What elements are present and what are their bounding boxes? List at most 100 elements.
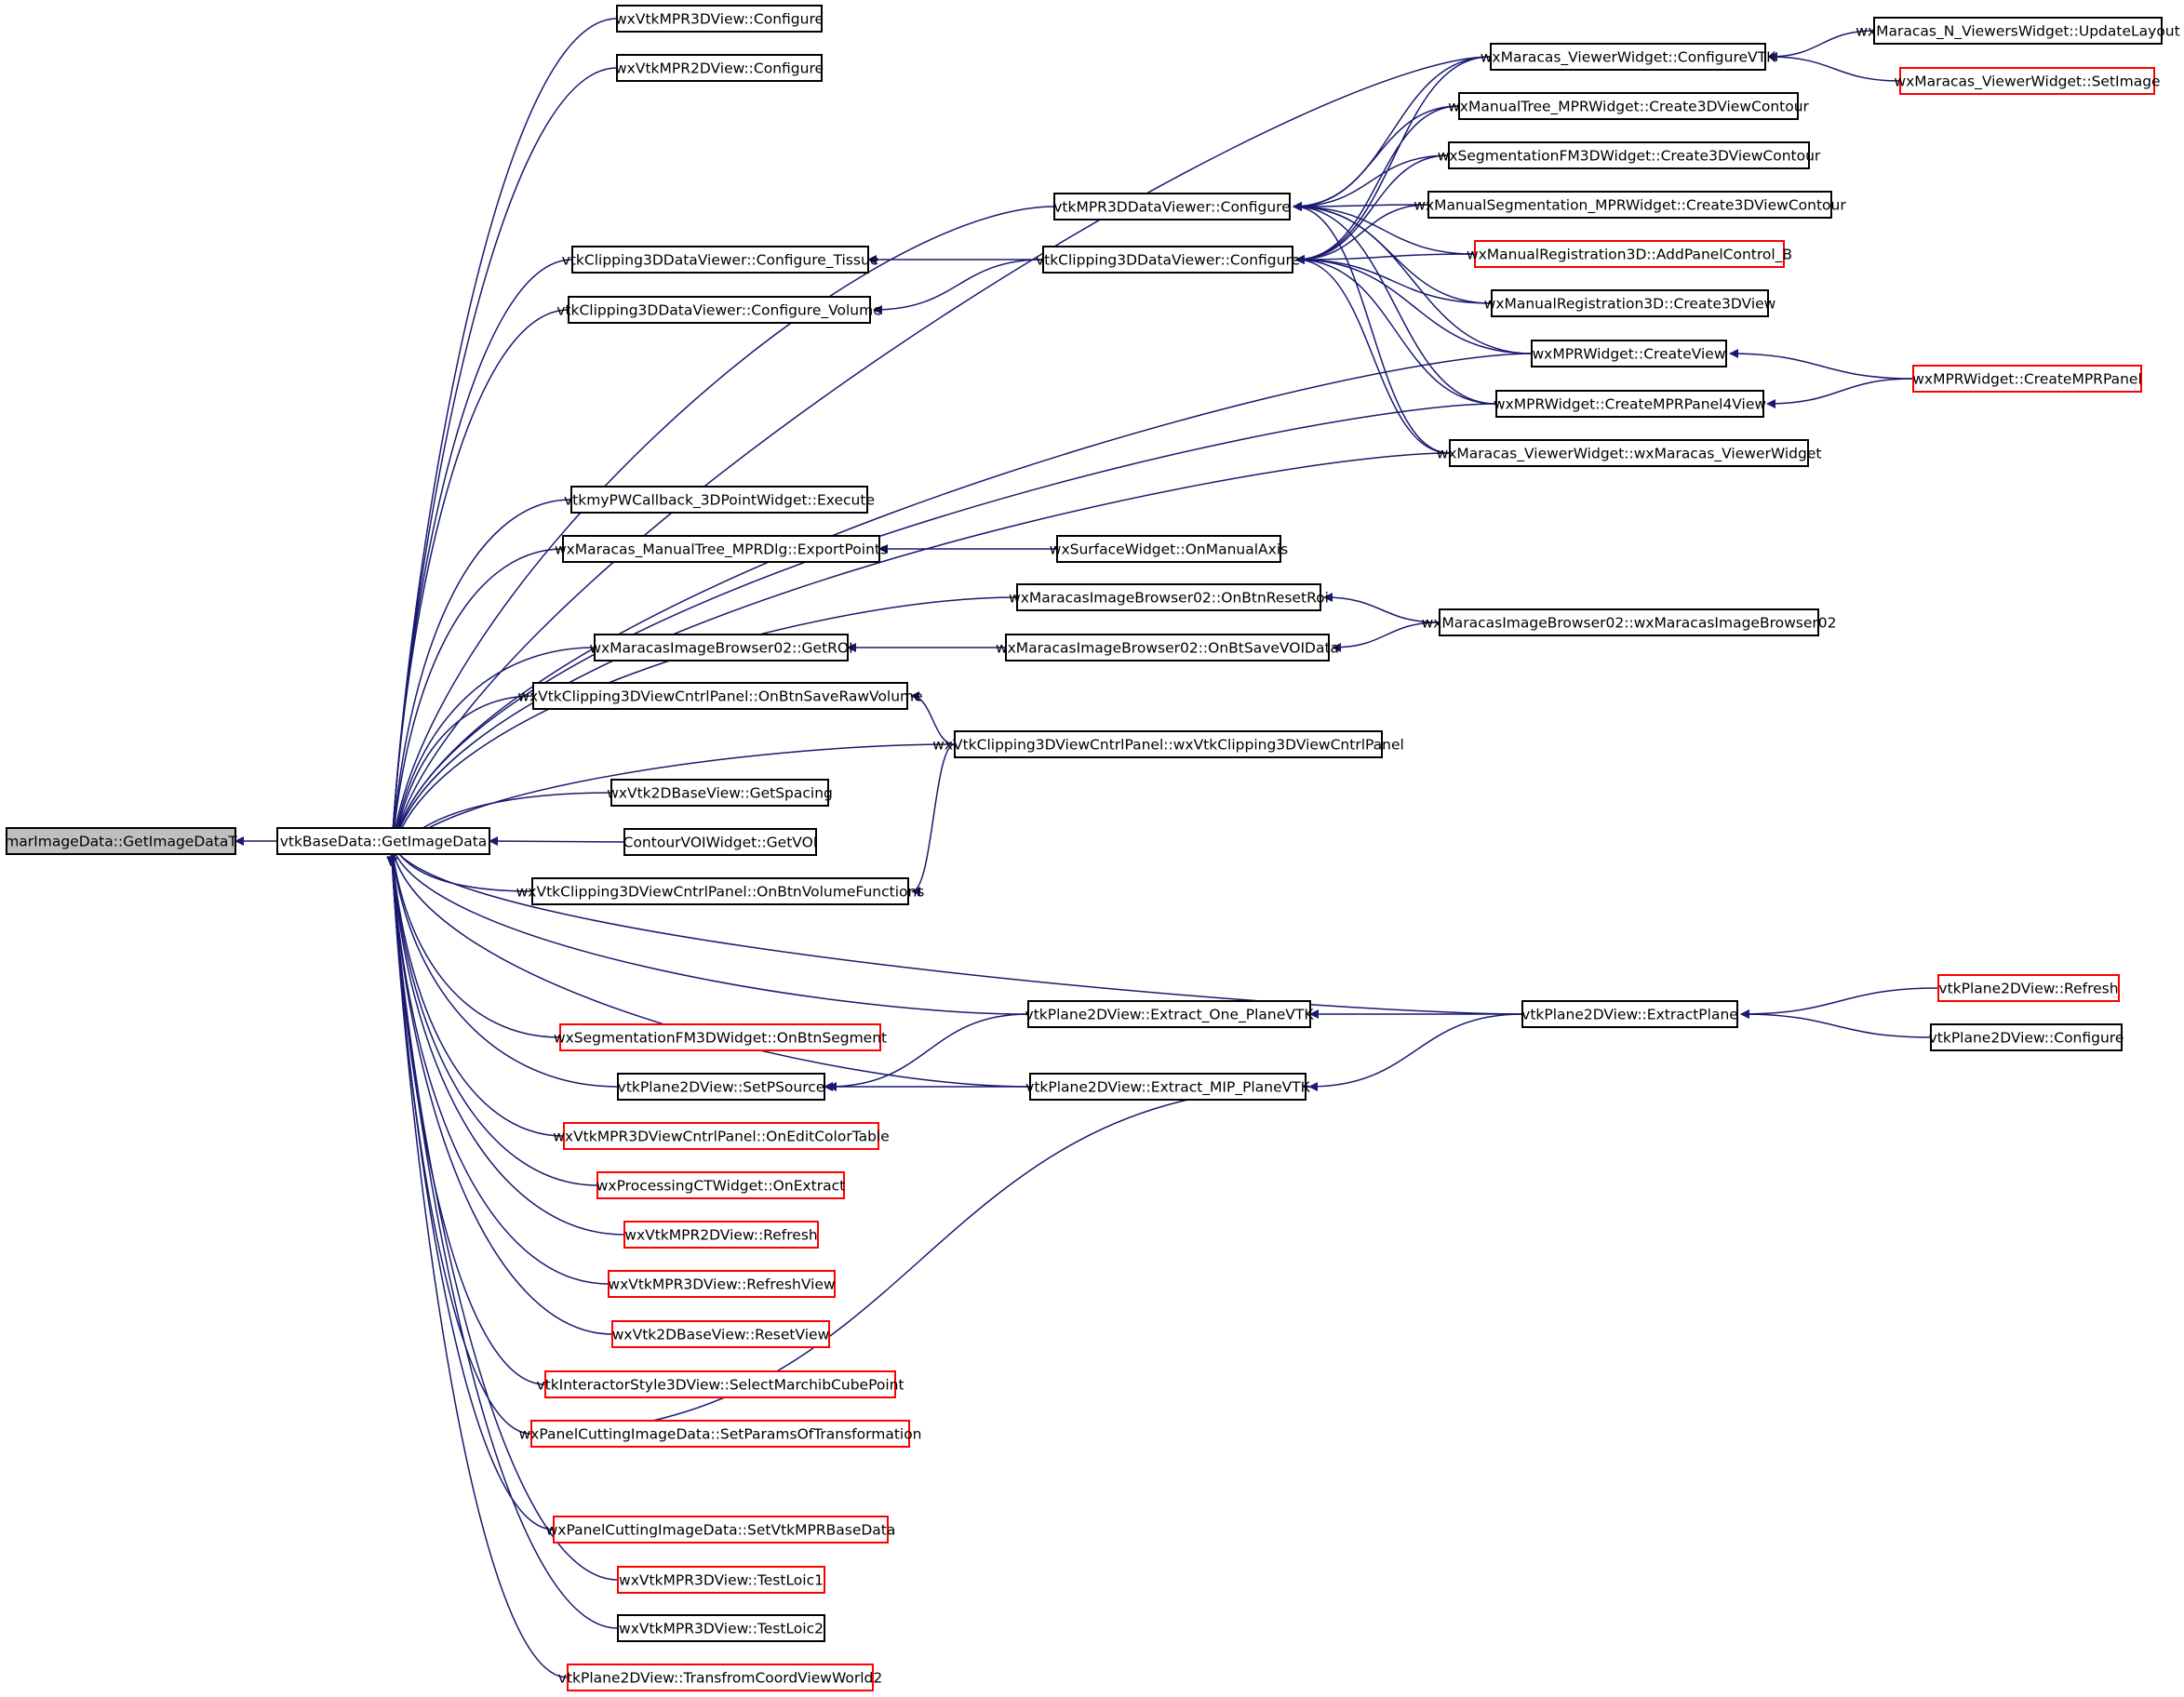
call-edge — [1740, 1009, 1932, 1038]
function-node[interactable]: wxVtkMPR3DView::TestLoic1 — [617, 1566, 825, 1594]
function-node[interactable]: wxSegmentationFM3DWidget::OnBtnSegment — [554, 1023, 887, 1051]
function-node[interactable]: wxVtkClipping3DViewCntrlPanel::OnBtnVolu… — [516, 877, 925, 905]
node-label: wxMPRWidget::CreateMPRPanel4View — [1494, 396, 1767, 413]
function-node[interactable]: vtkClipping3DDataViewer::Configure — [1036, 246, 1300, 274]
function-node[interactable]: vtkBaseData::GetImageData — [276, 827, 490, 855]
call-edge — [386, 838, 613, 1335]
function-node[interactable]: wxVtkMPR2DView::Configure — [615, 54, 824, 82]
function-node[interactable]: wxMaracasImageBrowser02::OnBtnResetRoi — [1009, 583, 1329, 611]
function-node[interactable]: wxSegmentationFM3DWidget::Create3DViewCo… — [1438, 141, 1821, 169]
function-node[interactable]: wxPanelCuttingImageData::SetParamsOfTran… — [518, 1420, 922, 1448]
node-label: wxVtk2DBaseView::GetSpacing — [607, 785, 833, 802]
function-node[interactable]: ContourVOIWidget::GetVOI — [623, 828, 818, 856]
function-node[interactable]: wxVtkClipping3DViewCntrlPanel::OnBtnSave… — [517, 682, 923, 710]
node-box — [623, 828, 817, 856]
node-box — [553, 1516, 889, 1543]
call-edge — [1766, 378, 1914, 408]
function-node[interactable]: vtkPlane2DView::Extract_One_PlaneVTK — [1025, 1000, 1315, 1028]
function-node[interactable]: wxProcessingCTWidget::OnExtract — [596, 1171, 845, 1199]
function-node[interactable]: wxManualTree_MPRWidget::Create3DViewCont… — [1448, 92, 1810, 120]
call-edge — [386, 838, 565, 1137]
node-box — [1521, 1000, 1738, 1028]
function-node[interactable]: wxMaracas_ManualTree_MPRDlg::ExportPoint… — [555, 535, 888, 563]
node-label: wxSegmentationFM3DWidget::Create3DViewCo… — [1438, 148, 1821, 165]
node-box — [616, 54, 823, 82]
node-box — [1427, 191, 1832, 219]
call-edge — [386, 838, 619, 1088]
call-edge — [1332, 621, 1440, 652]
function-node[interactable]: wxPanelCuttingImageData::SetVtkMPRBaseDa… — [546, 1516, 896, 1543]
node-box — [1449, 439, 1809, 467]
function-node[interactable]: wxVtkMPR3DViewCntrlPanel::OnEditColorTab… — [553, 1122, 890, 1150]
node-box — [1491, 289, 1769, 317]
function-node[interactable]: vtkPlane2DView::Extract_MIP_PlaneVTK — [1025, 1073, 1311, 1101]
call-edge — [911, 743, 956, 896]
call-edge — [1293, 202, 1497, 405]
function-node[interactable]: wxMaracas_ViewerWidget::wxMaracas_Viewer… — [1437, 439, 1822, 467]
node-box — [530, 1420, 910, 1448]
function-node[interactable]: wxVtkMPR3DView::RefreshView — [608, 1270, 836, 1298]
call-edge — [1293, 202, 1476, 255]
function-node[interactable]: wxVtk2DBaseView::ResetView — [611, 1320, 830, 1348]
function-node[interactable]: vtkmyPWCallback_3DPointWidget::Execute — [564, 486, 875, 514]
function-node[interactable]: wxMaracas_ViewerWidget::ConfigureVTK — [1481, 43, 1776, 71]
node-label: wxMaracas_ViewerWidget::ConfigureVTK — [1481, 49, 1776, 67]
node-label: marImageData::GetImageDataT — [5, 834, 237, 850]
node-box — [616, 5, 823, 33]
node-box — [544, 1370, 896, 1398]
function-node[interactable]: wxVtkMPR3DView::TestLoic2 — [617, 1614, 825, 1642]
function-node[interactable]: vtkPlane2DView::Configure — [1929, 1023, 2124, 1051]
function-node[interactable]: wxMPRWidget::CreateView — [1531, 340, 1727, 367]
root-node: marImageData::GetImageDataT — [5, 827, 237, 855]
function-node[interactable]: wxMaracasImageBrowser02::wxMaracasImageB… — [1422, 608, 1837, 636]
node-box — [1029, 1073, 1306, 1101]
function-node[interactable]: wxMPRWidget::CreateMPRPanel — [1912, 365, 2142, 393]
call-edge — [386, 838, 569, 1678]
function-node[interactable]: wxVtkClipping3DViewCntrlPanel::wxVtkClip… — [932, 730, 1404, 758]
call-edge — [1295, 255, 1493, 304]
function-node[interactable]: wxVtkMPR3DView::Configure — [615, 5, 824, 33]
call-edge — [1293, 202, 1451, 454]
node-label: wxVtkMPR2DView::Configure — [615, 60, 824, 77]
node-label: vtkmyPWCallback_3DPointWidget::Execute — [564, 492, 875, 510]
function-node[interactable]: vtkPlane2DView::ExtractPlane — [1521, 1000, 1738, 1028]
node-box — [954, 730, 1383, 758]
function-node[interactable]: vtkPlane2DView::TransfromCoordViewWorld2 — [558, 1664, 882, 1691]
node-label: wxMaracasImageBrowser02::wxMaracasImageB… — [1422, 615, 1837, 632]
function-node[interactable]: vtkMPR3DDataViewer::Configure — [1053, 193, 1291, 220]
call-edge — [386, 647, 596, 866]
call-edge — [1295, 204, 1429, 264]
node-label: vtkPlane2DView::Configure — [1929, 1030, 2124, 1047]
function-node[interactable]: vtkPlane2DView::Refresh — [1937, 974, 2120, 1002]
function-node[interactable]: wxVtk2DBaseView::GetSpacing — [607, 779, 833, 807]
function-node[interactable]: vtkInteractorStyle3DView::SelectMarchibC… — [536, 1370, 904, 1398]
node-box — [1448, 141, 1810, 169]
node-box — [1056, 535, 1281, 563]
function-node[interactable]: wxMaracas_N_ViewersWidget::UpdateLayout — [1856, 17, 2180, 45]
node-label: wxVtkMPR3DViewCntrlPanel::OnEditColorTab… — [553, 1129, 890, 1145]
node-box — [1490, 43, 1766, 71]
function-node[interactable]: wxSurfaceWidget::OnManualAxis — [1050, 535, 1288, 563]
node-label: wxManualTree_MPRWidget::Create3DViewCont… — [1448, 99, 1809, 116]
node-label: wxVtk2DBaseView::ResetView — [612, 1327, 830, 1343]
call-edge — [1293, 201, 1429, 211]
node-label: wxProcessingCTWidget::OnExtract — [596, 1178, 845, 1195]
call-edge — [386, 499, 572, 866]
node-box — [531, 877, 909, 905]
function-node[interactable]: vtkPlane2DView::SetPSource — [617, 1073, 825, 1101]
function-node[interactable]: wxMaracasImageBrowser02::OnBtSaveVOIData — [996, 634, 1339, 661]
function-node[interactable]: wxVtkMPR2DView::Refresh — [623, 1221, 819, 1249]
function-node[interactable]: vtkClipping3DDataViewer::Configure_Volum… — [556, 296, 882, 324]
call-edge — [386, 838, 625, 1236]
function-node[interactable]: vtkClipping3DDataViewer::Configure_Tissu… — [562, 246, 879, 274]
function-node[interactable]: wxManualRegistration3D::Create3DView — [1484, 289, 1776, 317]
function-node[interactable]: wxMaracasImageBrowser02::GetROI — [589, 634, 853, 661]
node-box — [1027, 1000, 1311, 1028]
function-node[interactable]: wxMaracas_ViewerWidget::SetImage — [1894, 67, 2161, 95]
function-node[interactable]: wxManualRegistration3D::AddPanelControl_… — [1467, 240, 1792, 268]
call-edge — [1740, 987, 1939, 1019]
node-box — [563, 1122, 879, 1150]
node-label: wxMaracas_N_ViewersWidget::UpdateLayout — [1856, 23, 2179, 41]
function-node[interactable]: wxMPRWidget::CreateMPRPanel4View — [1494, 390, 1767, 418]
function-node[interactable]: wxManualSegmentation_MPRWidget::Create3D… — [1414, 191, 1846, 219]
